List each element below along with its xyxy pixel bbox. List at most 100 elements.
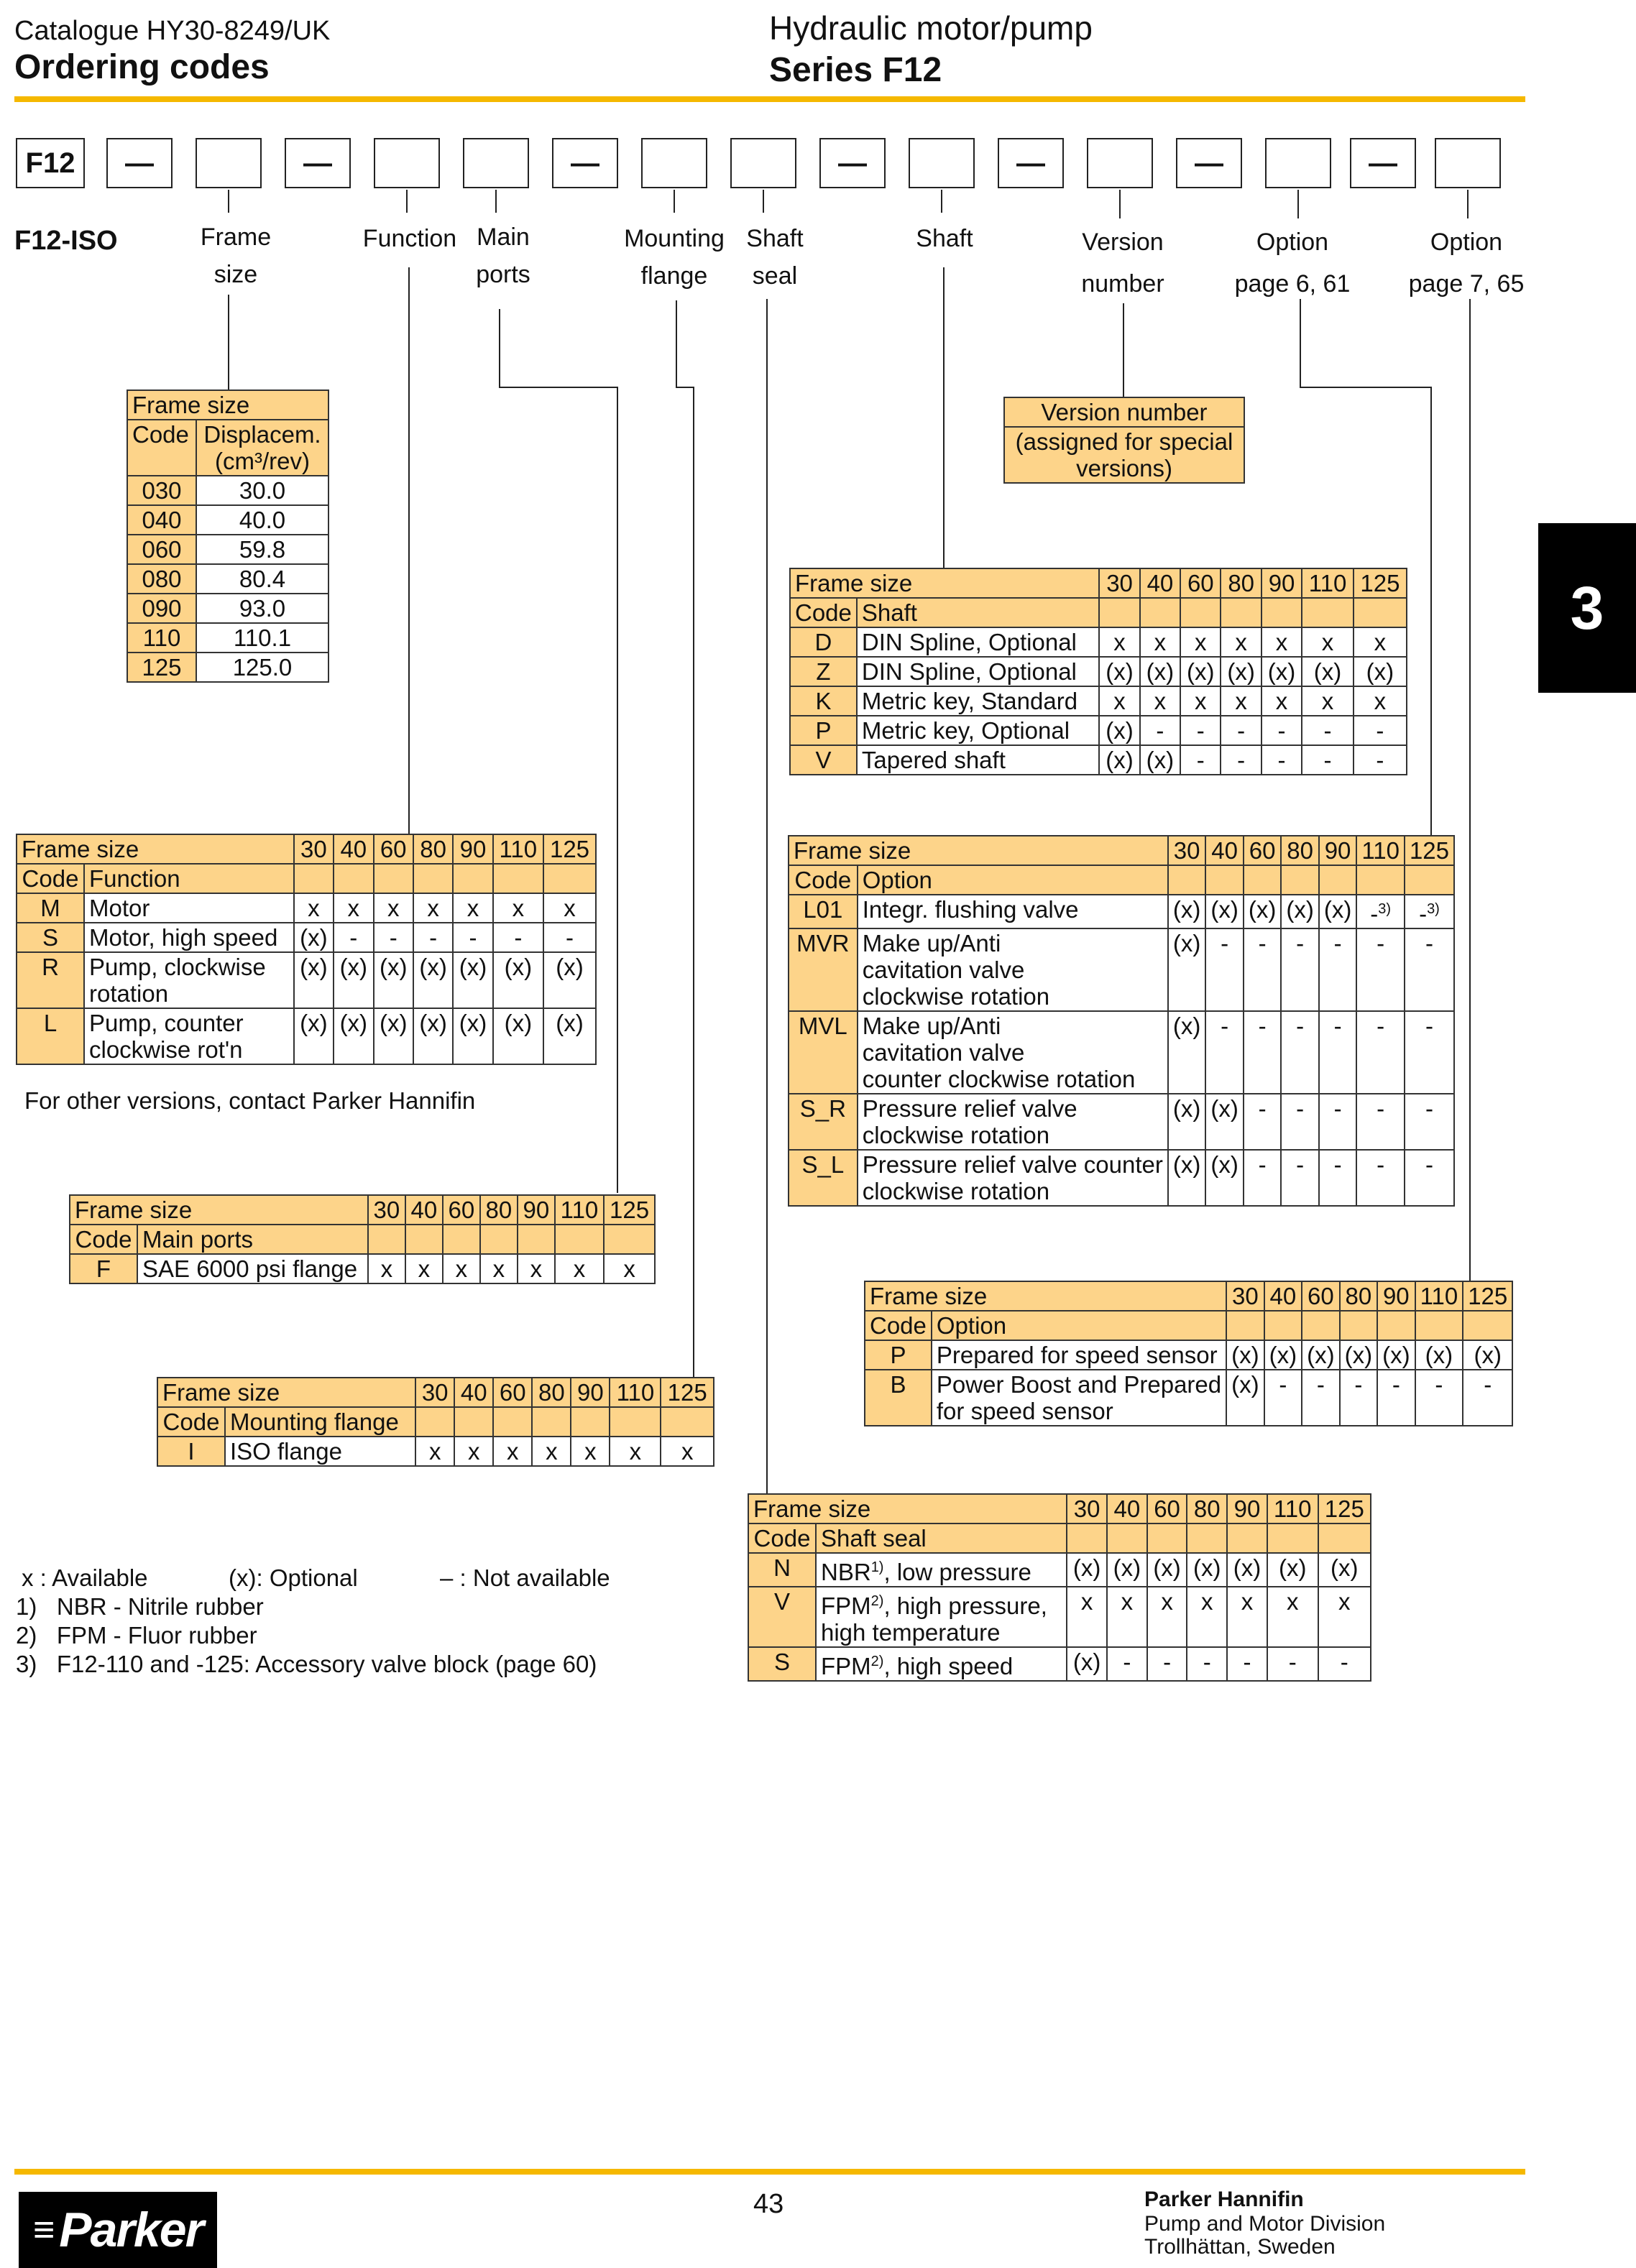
- dash: —: [1016, 147, 1045, 179]
- header-spacer: [1377, 1310, 1416, 1341]
- mounting-flange-box[interactable]: [641, 138, 707, 188]
- availability-cell: -3): [1403, 894, 1456, 929]
- header-spacer: [1462, 1310, 1514, 1341]
- availability-cell: (x): [1266, 1552, 1319, 1587]
- availability-value: (x): [1106, 717, 1134, 744]
- availability-cell: x: [492, 893, 545, 923]
- availability-value: -: [1376, 717, 1384, 744]
- availability-value: (x): [1344, 1342, 1373, 1368]
- main-ports-box[interactable]: [463, 138, 529, 188]
- availability-cell: (x): [1205, 1149, 1244, 1207]
- header-spacer: [1260, 597, 1303, 628]
- availability-value: (x): [300, 924, 328, 951]
- availability-value: (x): [1231, 1371, 1259, 1398]
- availability-value: x: [1195, 629, 1207, 655]
- availability-value: x: [507, 1438, 519, 1465]
- availability-cell: (x): [1414, 1340, 1464, 1370]
- header-spacer: [1280, 865, 1320, 895]
- availability-value: (x): [504, 954, 533, 980]
- availability-value: x: [1121, 1588, 1134, 1615]
- option-description: Metric key, Optional: [855, 715, 1100, 746]
- availability-value: (x): [1307, 1342, 1335, 1368]
- availability-cell: (x): [1167, 928, 1207, 1012]
- availability-value: x: [629, 1438, 642, 1465]
- availability-value: x: [1154, 688, 1167, 714]
- displacement-value: 110.1: [196, 622, 329, 653]
- availability-value: x: [1321, 629, 1334, 655]
- header-spacer: [372, 863, 414, 894]
- availability-cell: -: [1403, 1149, 1456, 1207]
- leader-line: [1300, 387, 1432, 388]
- availability-cell: -: [1263, 1369, 1303, 1426]
- column-header: Main ports: [137, 1224, 369, 1255]
- footer-division: Pump and Motor Division: [1144, 2212, 1386, 2236]
- availability-value: -: [1484, 1371, 1492, 1398]
- availability-cell: -: [1377, 1369, 1416, 1426]
- option-code: L01: [788, 894, 858, 929]
- availability-value: -: [1425, 1151, 1433, 1178]
- header-line: Displacem.: [203, 421, 321, 448]
- function-box[interactable]: [374, 138, 440, 188]
- availability-value: x: [1113, 629, 1126, 655]
- availability-value: -: [1243, 1649, 1251, 1675]
- availability-value: -: [514, 924, 523, 951]
- option-code: P: [864, 1340, 932, 1370]
- frame-size-box[interactable]: [196, 138, 262, 188]
- availability-cell: (x): [333, 1008, 374, 1065]
- size-header: 90: [452, 834, 494, 865]
- footnote-text: NBR - Nitrile rubber: [56, 1593, 264, 1620]
- availability-cell: -: [1220, 715, 1262, 746]
- product-subtitle: Hydraulic motor/pump: [769, 9, 1093, 47]
- size-header: 110: [1301, 568, 1354, 599]
- availability-value: x: [455, 1255, 468, 1282]
- header-spacer: [1146, 1523, 1188, 1554]
- displacement-value: 93.0: [196, 593, 329, 624]
- availability-value: -: [1258, 1013, 1267, 1039]
- availability-cell: (x): [1098, 656, 1141, 687]
- header-spacer: [333, 863, 374, 894]
- availability-value: x: [418, 1255, 431, 1282]
- availability-cell: -: [1280, 928, 1320, 1012]
- dash: —: [1195, 147, 1223, 179]
- version-number-box[interactable]: [1087, 138, 1153, 188]
- option1-box[interactable]: [1265, 138, 1331, 188]
- description-text: Metric key, Optional: [861, 717, 1070, 744]
- leader-line: [674, 190, 675, 213]
- availability-value: x: [1275, 629, 1288, 655]
- size-header: 60: [372, 834, 414, 865]
- frame-size-label: Frame size: [69, 1194, 369, 1225]
- availability-value: x: [1235, 688, 1247, 714]
- availability-cell: (x): [412, 951, 454, 1009]
- dash-box: —: [552, 138, 618, 188]
- availability-cell: x: [1146, 1586, 1188, 1648]
- availability-cell: -: [1242, 1010, 1282, 1094]
- option2-box[interactable]: [1435, 138, 1501, 188]
- availability-value: (x): [459, 954, 487, 980]
- availability-value: x: [387, 895, 400, 921]
- availability-value: (x): [1366, 658, 1394, 685]
- description-line: for speed sensor: [936, 1398, 1113, 1424]
- shaft-box[interactable]: [909, 138, 975, 188]
- size-header: 40: [404, 1194, 444, 1225]
- shaft-seal-box[interactable]: [730, 138, 796, 188]
- dash: —: [1369, 147, 1397, 179]
- legend-available: x : Available: [22, 1564, 148, 1591]
- description-line: cavitation valve: [862, 1039, 1025, 1066]
- leader-line: [495, 190, 497, 213]
- availability-value: (x): [1278, 1554, 1307, 1581]
- availability-cell: -: [372, 922, 414, 953]
- option-code: M: [16, 893, 85, 923]
- leader-line: [1300, 299, 1301, 388]
- availability-value: -: [1377, 1095, 1385, 1122]
- availability-cell: -: [1139, 715, 1182, 746]
- header-spacer: [531, 1406, 572, 1437]
- option-code: D: [789, 627, 858, 658]
- availability-value: (x): [419, 1010, 447, 1036]
